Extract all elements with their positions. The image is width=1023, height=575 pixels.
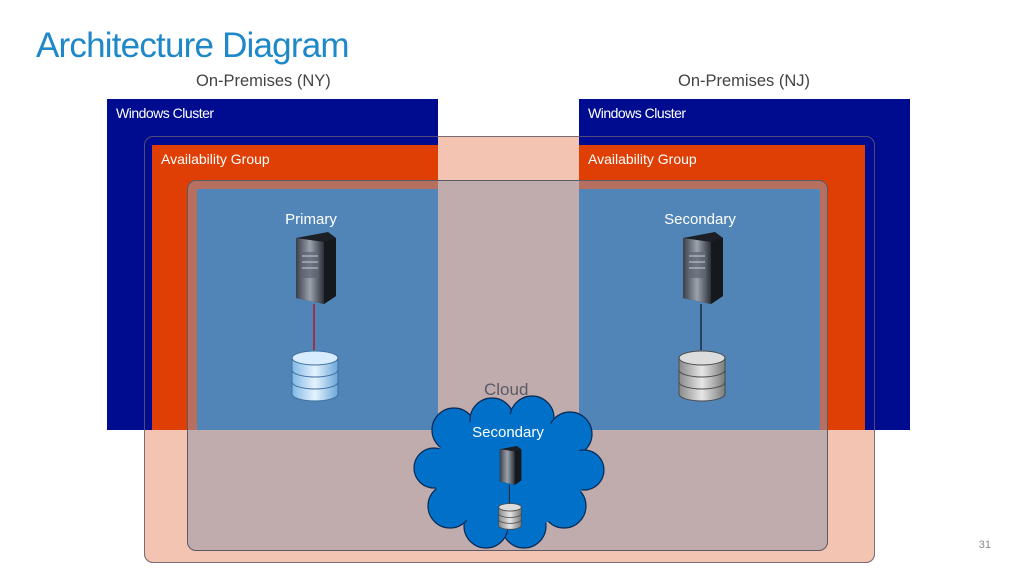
database-icon	[498, 503, 522, 530]
ag-span-outline	[144, 136, 875, 563]
site-label-ny: On-Premises (NY)	[196, 72, 331, 90]
server-tower-icon	[683, 232, 723, 304]
server-tower-icon	[296, 232, 336, 304]
slide-title: Architecture Diagram	[36, 26, 350, 65]
database-icon	[678, 350, 726, 402]
node-label-primary: Primary	[285, 211, 337, 228]
database-icon	[291, 350, 339, 402]
cloud-label: Cloud	[484, 380, 529, 399]
ag-label-nj: Availability Group	[588, 151, 697, 167]
server-tower-icon	[499, 446, 522, 485]
node-label-secondary-nj: Secondary	[664, 211, 736, 228]
site-label-nj: On-Premises (NJ)	[678, 72, 811, 90]
cloud-icon	[413, 395, 605, 549]
secondary-nj-node-graphic	[678, 232, 726, 402]
node-label-secondary-cloud: Secondary	[472, 424, 544, 441]
ag-label-ny: Availability Group	[161, 151, 270, 167]
primary-node-graphic	[291, 232, 339, 402]
secondary-cloud-node-graphic	[498, 446, 522, 530]
cluster-label-ny: Windows Cluster	[116, 105, 214, 121]
cluster-label-nj: Windows Cluster	[588, 105, 686, 121]
page-number: 31	[978, 539, 991, 551]
